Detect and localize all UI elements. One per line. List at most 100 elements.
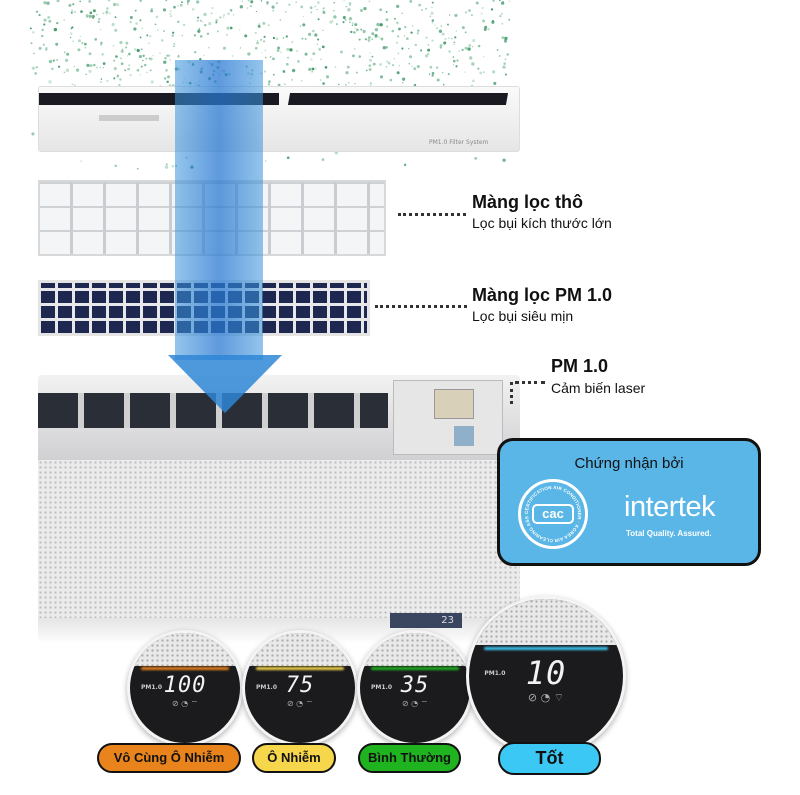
dust-particle (31, 132, 35, 136)
dust-particle (461, 48, 464, 52)
dust-particle (314, 33, 318, 37)
dust-particle (238, 29, 241, 31)
dust-particle (97, 20, 100, 24)
dust-particle (207, 46, 210, 49)
dust-particle (398, 64, 401, 67)
dust-particle (163, 77, 167, 80)
dust-particle (229, 9, 233, 12)
dust-particle (455, 30, 458, 32)
fan-icon: ⊘ (401, 699, 409, 708)
dust-particle (133, 27, 137, 31)
pm-label: PM1.0 (371, 683, 392, 691)
dust-particle (151, 8, 153, 10)
dust-particle (269, 56, 272, 58)
dust-particle (113, 77, 116, 80)
dust-particle (169, 13, 171, 15)
dust-particle (102, 66, 105, 69)
dust-particle (68, 3, 72, 7)
dust-particle (254, 31, 257, 34)
dust-particle (321, 45, 325, 49)
dust-particle (111, 22, 115, 27)
dust-particle (101, 53, 104, 56)
dust-particle (150, 9, 154, 13)
dust-particle (393, 58, 396, 60)
dust-particle (148, 42, 150, 45)
dust-particle (358, 55, 362, 58)
dust-particle (434, 24, 436, 26)
dust-particle (311, 71, 313, 73)
pm-label: PM1.0 (484, 669, 506, 677)
dust-particle (284, 83, 286, 85)
dust-particle (231, 55, 234, 57)
dust-particle (226, 26, 230, 30)
dust-particle (181, 1, 183, 4)
dust-particle (474, 156, 478, 160)
dust-particle (431, 74, 434, 77)
dust-particle (246, 7, 249, 9)
dust-particle (199, 57, 202, 61)
dust-particle (86, 63, 90, 67)
dust-particle (385, 18, 389, 22)
dust-particle (458, 50, 460, 52)
dust-particle (418, 3, 422, 7)
dust-particle (374, 28, 379, 32)
dust-particle (119, 40, 123, 45)
dust-particle (351, 22, 354, 25)
dust-particle (93, 63, 96, 67)
dust-particle (249, 5, 253, 8)
dust-particle (348, 17, 353, 21)
dust-particle (262, 21, 266, 25)
dust-particle (374, 36, 377, 39)
dust-particle (454, 13, 458, 17)
dust-particle (393, 17, 396, 20)
dust-particle (79, 35, 82, 38)
dust-particle (464, 31, 467, 34)
dust-particle (56, 59, 58, 61)
dust-particle (191, 8, 195, 11)
dust-particle (342, 21, 345, 24)
dust-particle (264, 49, 267, 52)
dust-particle (179, 3, 183, 7)
dust-particle (266, 3, 269, 6)
dust-particle (43, 1, 47, 5)
laser-sensor (393, 380, 503, 455)
dust-particle (163, 30, 165, 32)
dust-particle (139, 19, 142, 22)
timer-icon: ◔ (411, 699, 419, 708)
dust-particle (135, 22, 139, 26)
dust-particle (66, 52, 70, 56)
dust-particle (314, 5, 316, 8)
dust-particle (30, 42, 33, 45)
dust-particle (169, 59, 172, 61)
wifi-icon: ⌔ (305, 699, 314, 708)
dust-particle (143, 63, 147, 67)
dust-particle (140, 48, 143, 51)
dust-particle (96, 66, 99, 69)
dust-particle (296, 50, 298, 52)
dust-particle (162, 8, 167, 12)
dust-particle (369, 52, 371, 54)
dust-particle (127, 67, 130, 71)
dust-particle (452, 59, 456, 63)
dust-particle (438, 29, 443, 33)
dust-particle (431, 71, 435, 75)
dust-particle (401, 77, 406, 81)
dust-particle (120, 62, 124, 66)
dust-particle (372, 62, 376, 66)
dust-particle (139, 73, 142, 76)
dust-particle (428, 73, 431, 75)
dust-particle (468, 56, 473, 60)
dust-particle (386, 60, 389, 63)
dust-particle (379, 63, 382, 66)
dust-particle (502, 158, 506, 162)
callout-leader (375, 305, 467, 308)
filter-system-label: PM1.0 Filter System (429, 139, 489, 146)
dust-particle (261, 52, 263, 54)
dust-particle (120, 57, 122, 60)
dust-particle (324, 66, 328, 69)
pm-label: PM1.0 (141, 683, 162, 691)
dust-particle (396, 71, 400, 75)
dust-particle (452, 64, 455, 66)
dust-particle (291, 41, 294, 43)
dust-particle (449, 14, 451, 16)
